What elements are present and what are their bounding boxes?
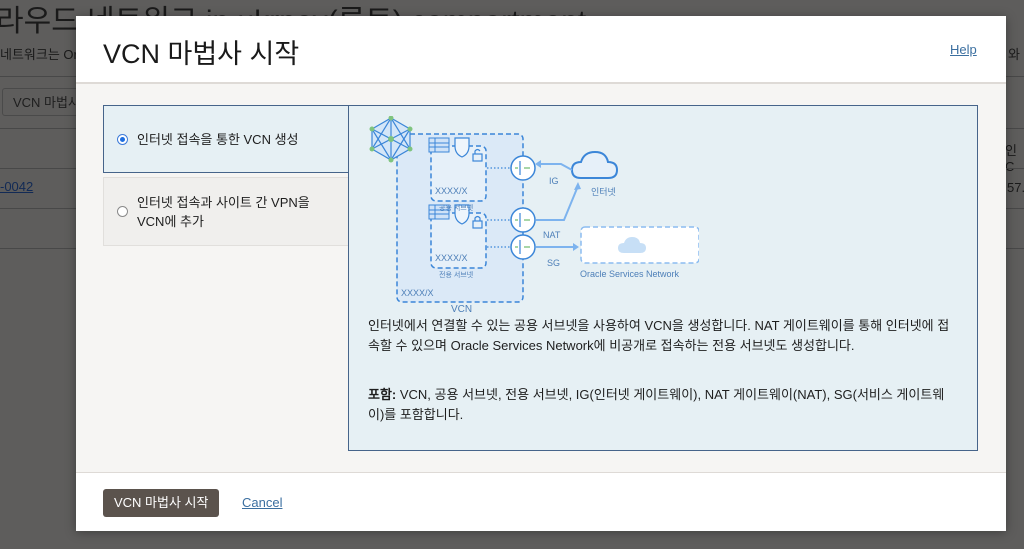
option-label: 인터넷 접속을 통한 VCN 생성 <box>137 131 299 147</box>
dialog-footer: VCN 마법사 시작 Cancel <box>76 472 1006 531</box>
dialog-header: VCN 마법사 시작 Help <box>76 16 1006 84</box>
cancel-link[interactable]: Cancel <box>242 495 283 510</box>
lock-icon <box>472 148 483 229</box>
option-label: 인터넷 접속과 사이트 간 VPN을 VCN에 추가 <box>137 194 310 229</box>
option-detail-panel: XXXX/X XXXX/X XXXX/X 공용 서브넷 전용 서브넷 VCN I… <box>348 105 978 451</box>
private-subnet-box <box>430 212 487 269</box>
gateway-icons <box>510 155 536 260</box>
radio-unselected-icon[interactable] <box>117 206 128 217</box>
table-cell-right: 57. <box>1007 180 1024 195</box>
includes-label: 포함: <box>368 387 397 402</box>
start-vcn-wizard-button[interactable]: VCN 마법사 시작 <box>103 489 220 517</box>
option-vcn-with-vpn[interactable]: 인터넷 접속과 사이트 간 VPN을 VCN에 추가 <box>103 177 348 246</box>
vcn-wizard-dialog: VCN 마법사 시작 Help 인터넷 접속을 통한 VCN 생성 인터넷 접속… <box>76 16 1006 531</box>
osn-cloud-icon <box>618 237 646 253</box>
radio-selected-icon[interactable] <box>117 133 128 145</box>
option-description: 인터넷에서 연결할 수 있는 공용 서브넷을 사용하여 VCN을 생성합니다. … <box>368 318 950 353</box>
includes-text: 포함: VCN, 공용 서브넷, 전용 서브넷, IG(인터넷 게이트웨이), … <box>368 385 958 425</box>
svg-text:SG: SG <box>547 258 560 268</box>
svg-text:XXXX/X: XXXX/X <box>435 186 468 196</box>
table-header-right: 인 C <box>1005 143 1017 174</box>
dialog-body: 인터넷 접속을 통한 VCN 생성 인터넷 접속과 사이트 간 VPN을 VCN… <box>76 84 1006 472</box>
dialog-title: VCN 마법사 시작 <box>103 39 300 69</box>
svg-text:NAT: NAT <box>543 230 561 240</box>
page-subtitle: 네트워크는 Or <box>0 47 78 62</box>
help-link[interactable]: Help <box>950 42 977 57</box>
page-subtitle-right: 와 <box>1008 47 1020 62</box>
includes-body: VCN, 공용 서브넷, 전용 서브넷, IG(인터넷 게이트웨이), NAT … <box>368 387 945 422</box>
option-vcn-with-internet[interactable]: 인터넷 접속을 통한 VCN 생성 <box>103 105 348 173</box>
vcn-row-link: -0042 <box>0 179 34 194</box>
security-list-icon <box>454 137 470 225</box>
svg-text:XXXX/X: XXXX/X <box>401 288 434 298</box>
svg-text:IG: IG <box>549 176 559 186</box>
svg-text:전용 서브넷: 전용 서브넷 <box>439 270 474 279</box>
svg-text:공용 서브넷: 공용 서브넷 <box>439 203 474 212</box>
svg-text:인터넷: 인터넷 <box>591 187 616 197</box>
public-subnet-box <box>430 145 487 202</box>
route-table-icon <box>428 137 450 220</box>
svg-text:XXXX/X: XXXX/X <box>435 253 468 263</box>
svg-text:VCN: VCN <box>451 304 472 315</box>
svg-text:Oracle Services Network: Oracle Services Network <box>580 269 680 279</box>
internet-cloud-icon <box>570 150 619 179</box>
vcn-architecture-diagram: XXXX/X XXXX/X XXXX/X 공용 서브넷 전용 서브넷 VCN I… <box>369 116 699 315</box>
